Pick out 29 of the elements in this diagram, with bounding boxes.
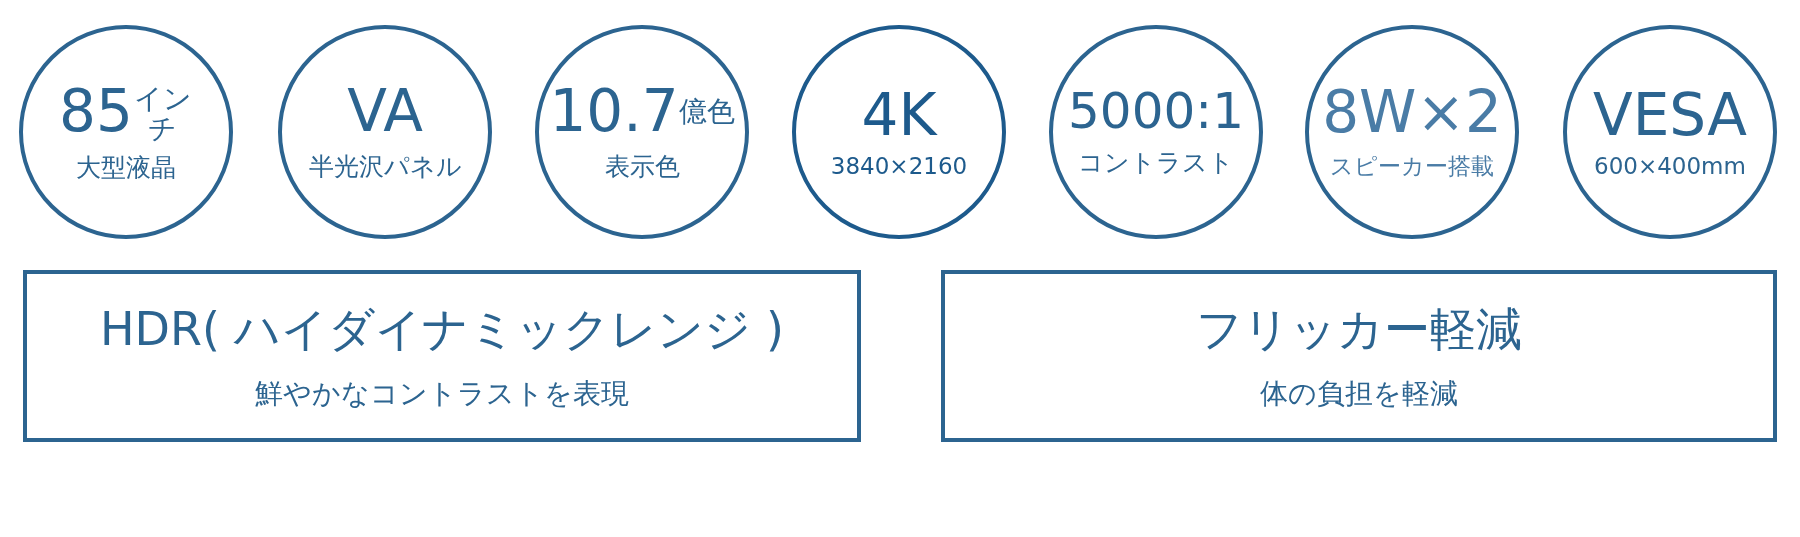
spec-caption: 表示色 [604,150,680,183]
feature-circle [535,25,749,239]
spec-value: 4K [861,84,937,146]
feature-box [23,270,861,442]
feature-description: 体の負担を軽減 [1260,376,1458,412]
spec-value: VA [347,81,423,142]
feature-title: HDR( ハイダイナミックレンジ ) [99,301,785,358]
spec-unit: 億色 [678,96,735,127]
feature-circle [278,25,492,239]
spec-caption: 半光沢パネル [308,150,462,183]
spec-caption: 大型液晶 [76,151,176,184]
spec-caption: 600×400mm [1594,153,1746,180]
spec-unit: インチ [132,84,193,143]
feature-circle [1563,25,1777,239]
spec-value: 85 [59,81,133,142]
feature-circle [19,25,233,239]
spec-caption: スピーカー搭載 [1330,151,1494,181]
feature-title: フリッカー軽減 [1196,301,1522,358]
spec-value: 8W×2 [1322,82,1502,143]
spec-value: VESA [1593,84,1747,146]
feature-circle [1305,25,1519,239]
feature-circle [1049,25,1263,239]
spec-caption: 3840×2160 [830,153,968,180]
spec-value: 5000:1 [1068,85,1244,138]
spec-value: 10.7 [549,81,679,142]
spec-caption: コントラスト [1078,146,1234,179]
feature-description: 鮮やかなコントラストを表現 [255,376,629,412]
feature-box [941,270,1777,442]
feature-circle [792,25,1006,239]
